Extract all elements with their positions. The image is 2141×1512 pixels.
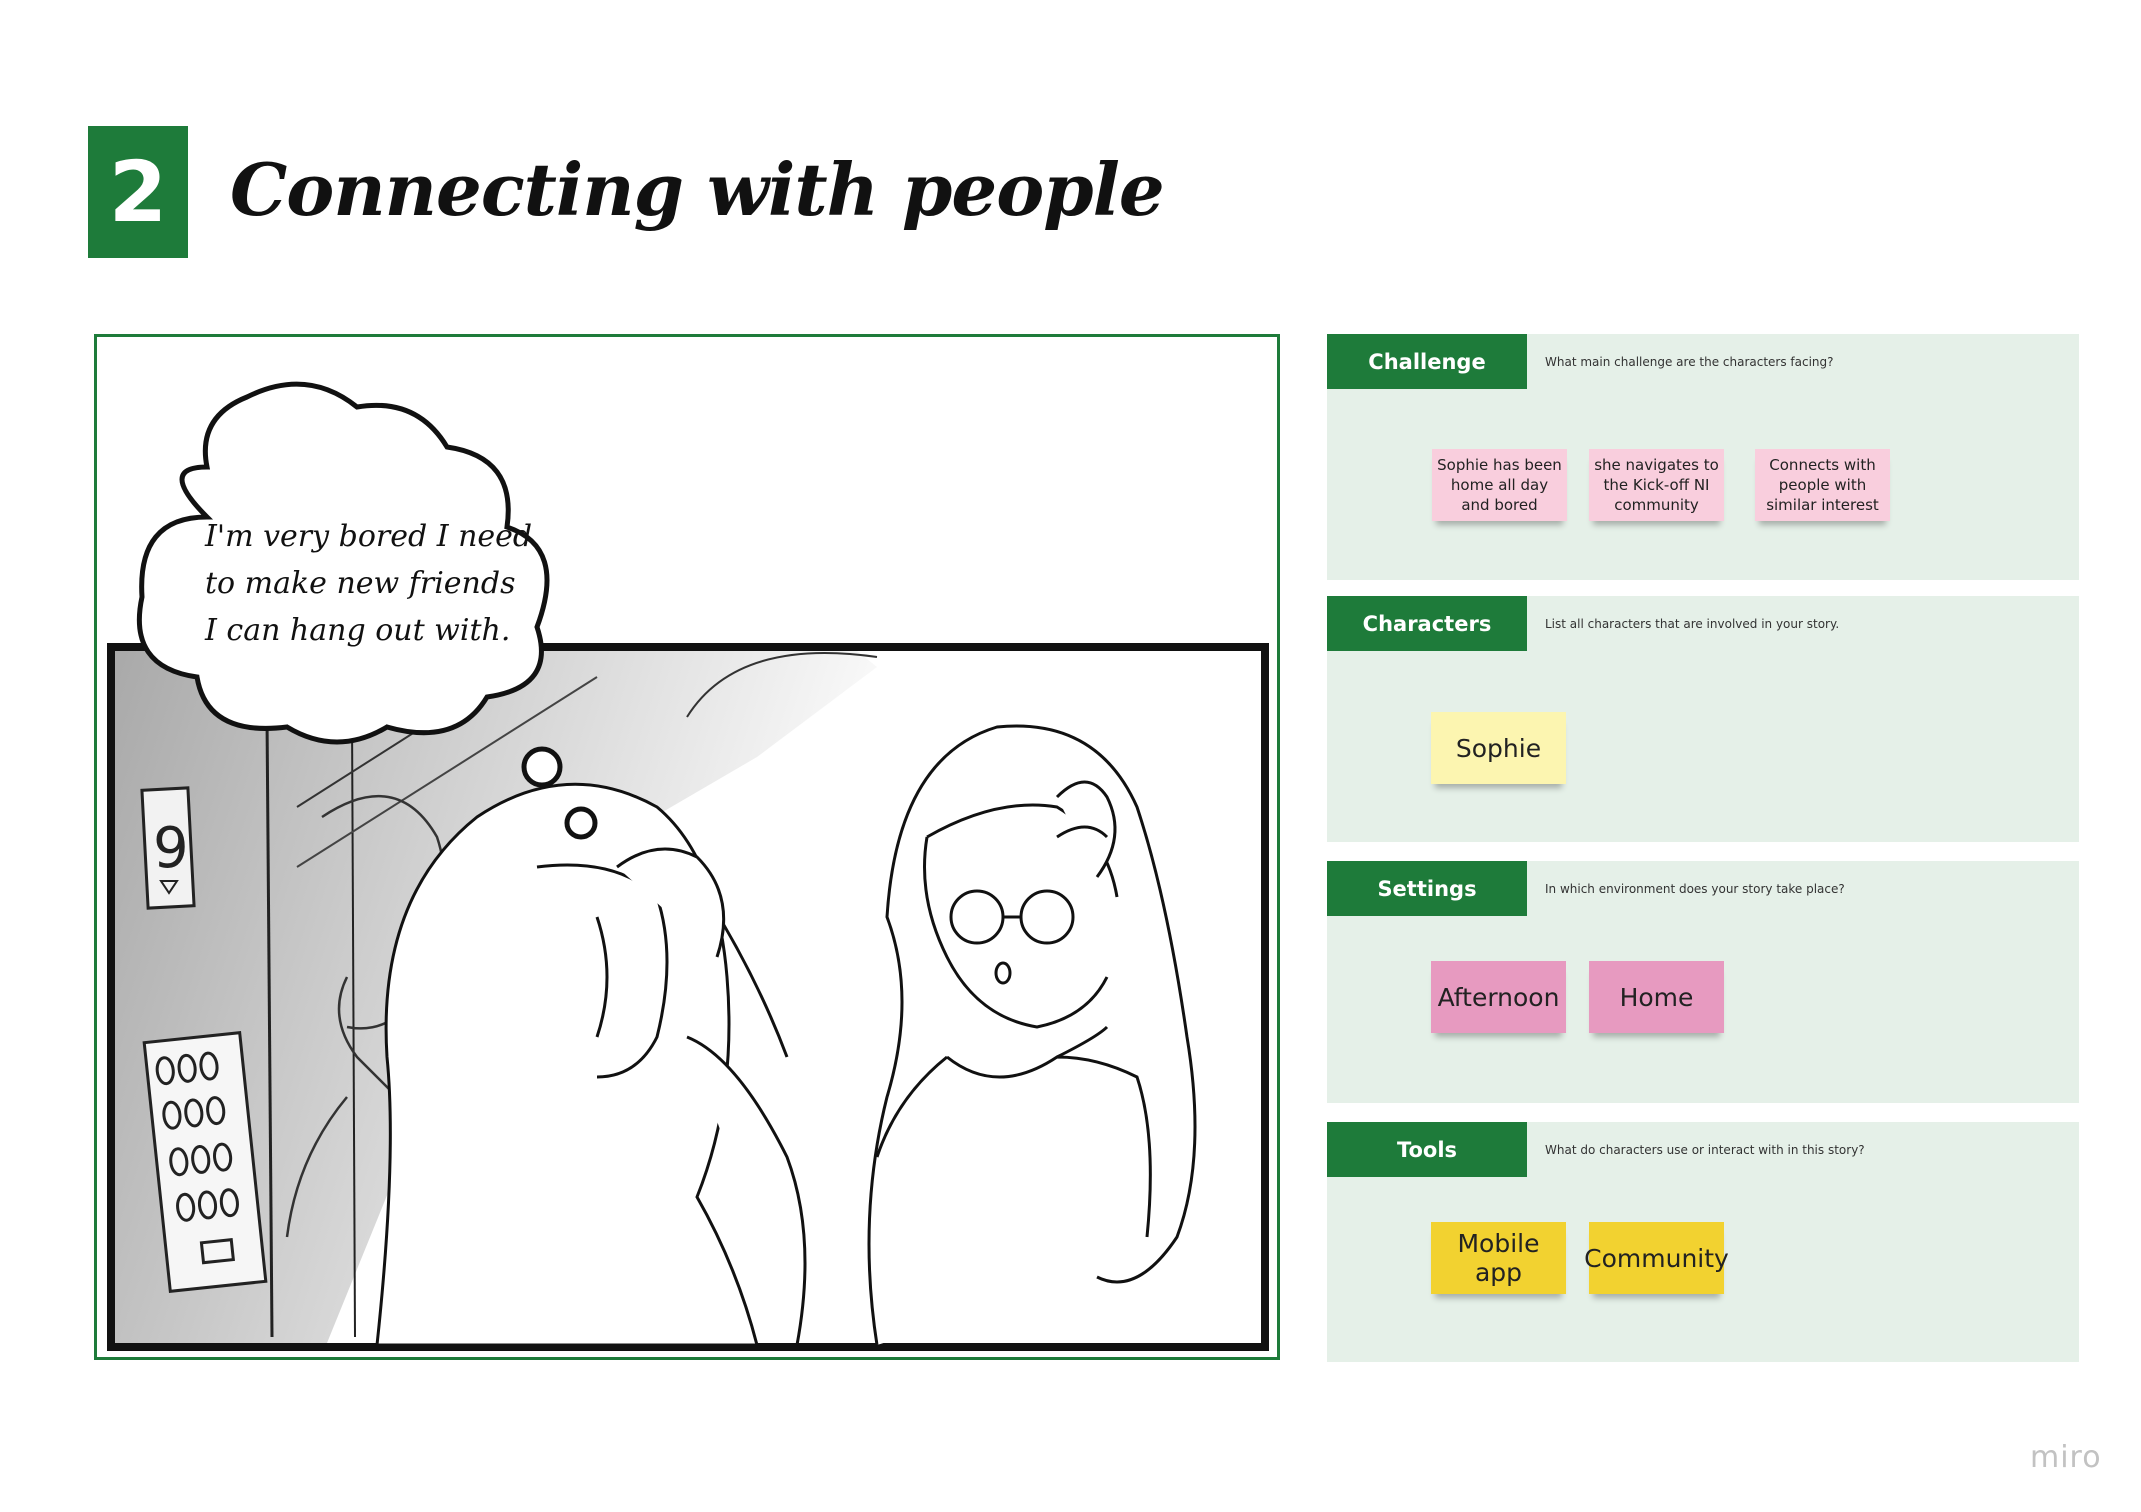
challenge-sticky-note[interactable]: Connects with people with similar intere… [1755,449,1890,521]
elevator-floor-indicator: 9 [140,786,196,910]
thought-bubble [136,381,598,840]
character-sticky-note[interactable]: Sophie [1431,712,1566,784]
elevator-button-panel [142,1031,268,1293]
tool-sticky-note[interactable]: Community [1584,1222,1729,1294]
settings-panel[interactable]: Settings In which environment does your … [1327,861,2079,1103]
tools-prompt: What do characters use or interact with … [1545,1142,1865,1157]
sophie-figure [375,782,807,1347]
setting-sticky-note[interactable]: Afternoon [1431,961,1566,1033]
challenge-sticky-note[interactable]: Sophie has been home all day and bored [1432,449,1567,521]
tool-sticky-note[interactable]: Mobile app [1431,1222,1566,1294]
characters-prompt: List all characters that are involved in… [1545,616,1840,631]
setting-sticky-note[interactable]: Home [1589,961,1724,1033]
page-title: Connecting with people [230,147,1165,232]
challenge-header: Challenge [1327,334,1527,389]
challenge-sticky-note[interactable]: she navigates to the Kick-off NI communi… [1589,449,1724,521]
settings-header: Settings [1327,861,1527,916]
storyboard-frame[interactable]: 9 [94,334,1280,1360]
characters-panel[interactable]: Characters List all characters that are … [1327,596,2079,842]
challenge-prompt: What main challenge are the characters f… [1545,354,1834,369]
elevator-wall-shading [115,651,877,1343]
glasses-character [867,724,1197,1346]
miro-watermark-logo: miro [2030,1440,2102,1475]
tools-panel[interactable]: Tools What do characters use or interact… [1327,1122,2079,1362]
tools-header: Tools [1327,1122,1527,1177]
storyboard-illustration: 9 [107,381,1269,1351]
svg-text:9: 9 [153,816,189,881]
thought-bubble-text: I'm very bored I need to make new friend… [205,519,533,648]
characters-header: Characters [1327,596,1527,651]
challenge-panel[interactable]: Challenge What main challenge are the ch… [1327,334,2079,580]
settings-prompt: In which environment does your story tak… [1545,881,1845,896]
step-number-badge: 2 [88,126,188,258]
